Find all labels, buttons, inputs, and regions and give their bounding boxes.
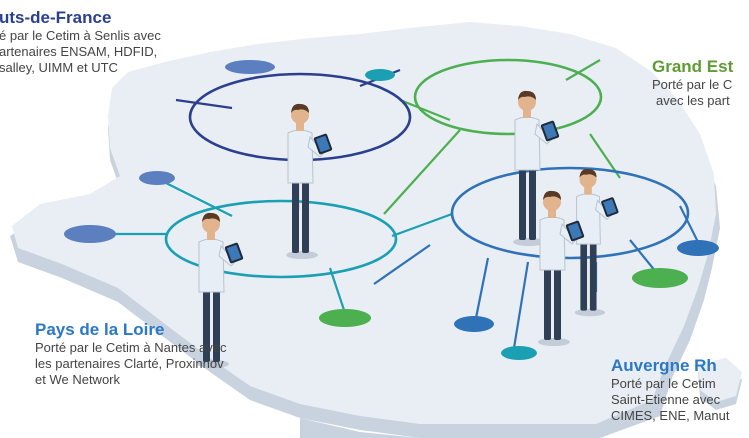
- partner-node: [139, 171, 175, 185]
- link: [565, 59, 601, 81]
- region-title: uts-de-France: [0, 8, 112, 27]
- link: [373, 244, 431, 285]
- region-grand-est: Grand Est Porté par le C avec les part: [652, 57, 733, 109]
- partner-nodes: [64, 60, 719, 360]
- link: [474, 257, 490, 319]
- region-auvergne-rhone-alpes: Auvergne Rh Porté par le Cetim Saint-Eti…: [611, 356, 729, 424]
- region-text: Porté par le Cetim: [611, 376, 716, 391]
- island-top: [698, 358, 742, 402]
- link: [512, 261, 530, 349]
- link: [159, 179, 233, 217]
- person-figure: [538, 190, 585, 346]
- link: [175, 98, 233, 110]
- region-text: CIMES, ENE, Manut: [611, 408, 730, 423]
- link: [399, 98, 451, 122]
- region-title: Auvergne Rh: [611, 356, 717, 375]
- map-top: [12, 22, 716, 424]
- region-hauts-de-france: uts-de-France é par le Cetim à Senlis av…: [0, 8, 161, 76]
- map-bottom-shadow: [300, 418, 420, 438]
- region-text: Saint-Etienne avec: [611, 392, 721, 407]
- link: [383, 129, 461, 215]
- hub-ring-pays-de-la-loire: [164, 199, 398, 279]
- region-text: artenaires ENSAM, HDFID,: [0, 44, 158, 59]
- person-figure: [286, 103, 333, 259]
- link: [679, 205, 701, 247]
- region-title: Grand Est: [652, 57, 734, 76]
- link: [328, 267, 348, 317]
- region-text: salley, UIMM et UTC: [0, 60, 118, 75]
- region-text: et We Network: [35, 372, 121, 387]
- region-text: les partenaires Clarté, Proxinnov: [35, 356, 224, 371]
- person-figure: [513, 90, 560, 246]
- person-figure: [197, 212, 244, 368]
- people: [197, 90, 619, 368]
- network: [92, 58, 701, 349]
- partner-node: [632, 268, 688, 288]
- region-text: Porté par le C: [652, 77, 733, 92]
- region-text: é par le Cetim à Senlis avec: [0, 28, 161, 43]
- partner-node: [454, 316, 494, 332]
- partner-node: [64, 225, 116, 243]
- partner-node: [225, 60, 275, 74]
- partner-node: [501, 346, 537, 360]
- region-pays-de-la-loire: Pays de la Loire Porté par le Cetim à Na…: [35, 320, 226, 388]
- region-text: Porté par le Cetim à Nantes avec: [35, 340, 227, 355]
- region-text: avec les part: [656, 93, 730, 108]
- link: [391, 212, 453, 238]
- partner-node: [677, 240, 719, 256]
- partner-node: [319, 309, 371, 327]
- hub-ring-auvergne: [450, 166, 690, 260]
- hub-ring-grand-est: [413, 58, 603, 136]
- link: [629, 239, 657, 273]
- region-title: Pays de la Loire: [35, 320, 165, 339]
- partner-node: [365, 69, 395, 81]
